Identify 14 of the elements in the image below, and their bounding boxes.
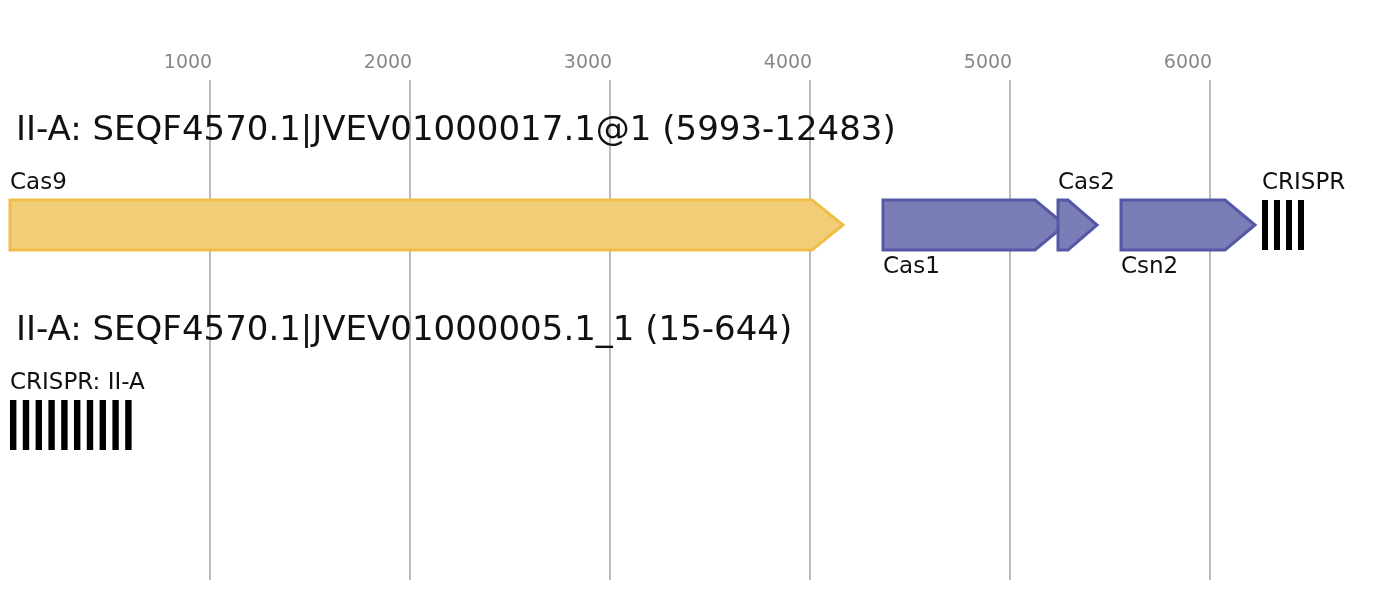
axis-tick-label: 5000 <box>962 50 1014 72</box>
gene-label: Cas2 <box>1058 168 1115 194</box>
axis-tick-label: 6000 <box>1162 50 1214 72</box>
gene-label: Cas9 <box>10 168 67 194</box>
gene-label: Cas1 <box>883 252 940 278</box>
axis-tick-label: 2000 <box>362 50 414 72</box>
gene-label: CRISPR: II-A <box>10 368 145 394</box>
track-title: II-A: SEQF4570.1|JVEV01000005.1_1 (15-644) <box>16 308 793 348</box>
axis-tick-label: 1000 <box>162 50 214 72</box>
axis-tick-label: 3000 <box>562 50 614 72</box>
gene-label: Csn2 <box>1121 252 1179 278</box>
axis-tick-label: 4000 <box>762 50 814 72</box>
gene-label: CRISPR <box>1262 168 1346 194</box>
track-title: II-A: SEQF4570.1|JVEV01000017.1@1 (5993-12483) <box>16 108 896 148</box>
